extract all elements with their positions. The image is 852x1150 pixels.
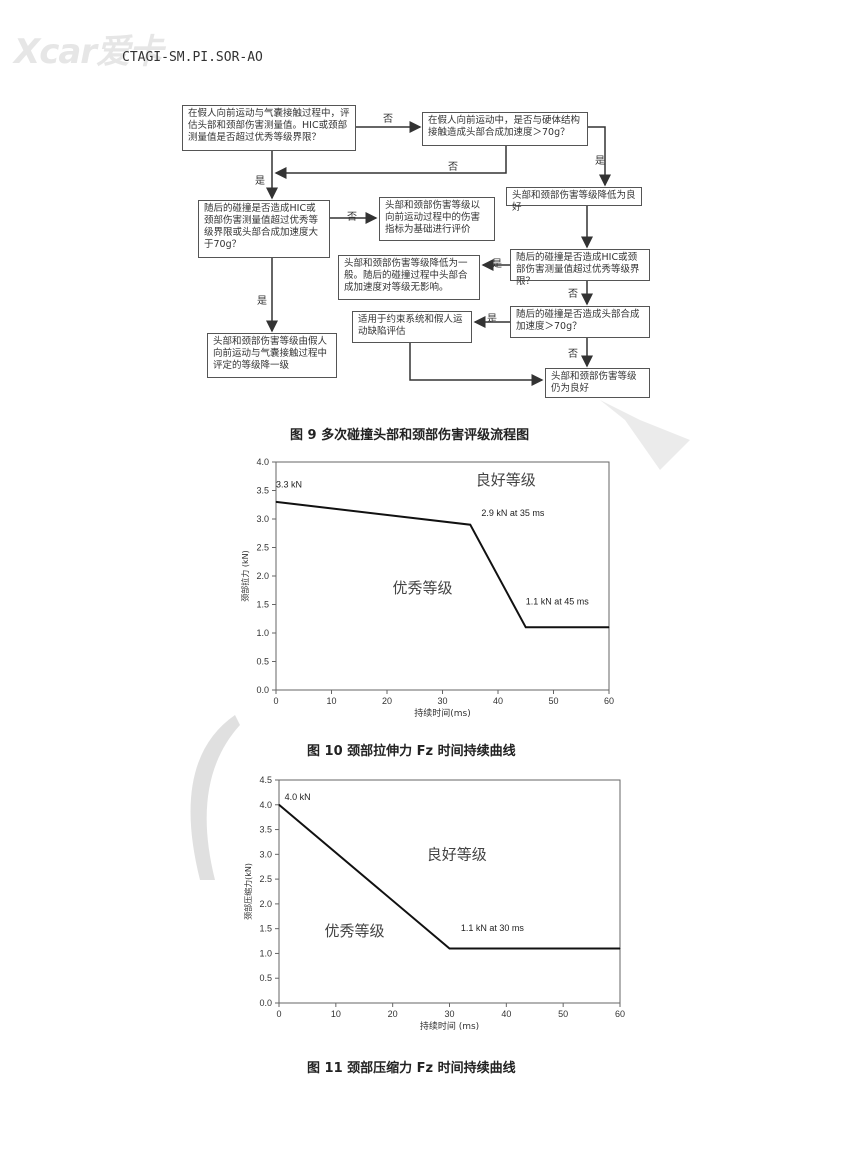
y-tick-label: 3.5 <box>259 825 272 835</box>
flow-box-subsequent-hic: 随后的碰撞是否造成HIC或颈部伤害测量值超过优秀等级界限？ <box>510 249 650 287</box>
y-tick-label: 0.0 <box>259 998 272 1008</box>
data-annotation: 4.0 kN <box>285 792 311 802</box>
x-tick-label: 50 <box>548 696 558 706</box>
region-label: 优秀等级 <box>324 922 384 940</box>
y-axis-label: 颈部压缩力(kN) <box>243 863 253 920</box>
data-point <box>469 524 471 526</box>
x-tick-label: 0 <box>276 1009 281 1019</box>
y-tick-label: 1.0 <box>256 628 269 638</box>
y-tick-label: 1.5 <box>256 600 269 610</box>
data-point <box>619 947 621 949</box>
region-label: 优秀等级 <box>393 579 453 597</box>
data-point <box>449 947 450 949</box>
data-annotation: 1.1 kN at 30 ms <box>461 923 525 933</box>
watermark-stroke <box>190 715 240 880</box>
x-tick-label: 60 <box>615 1009 625 1019</box>
label-no: 否 <box>383 114 393 125</box>
flow-box-initial-check: 在假人向前运动与气囊接触过程中，评估头部和颈部伤害测量值。HIC或颈部测量值是否… <box>182 105 356 151</box>
flow-box-downgrade-fair: 头部和颈部伤害等级降低为一般。随后的碰撞过程中头部合成加速度对等级无影响。 <box>338 255 480 300</box>
y-tick-label: 0.5 <box>256 657 269 667</box>
x-tick-label: 10 <box>331 1009 341 1019</box>
label-yes: 是 <box>257 296 267 307</box>
data-point <box>608 626 610 628</box>
label-no: 否 <box>448 162 458 173</box>
series-line <box>275 500 609 629</box>
y-tick-label: 1.5 <box>259 924 272 934</box>
x-tick-label: 0 <box>273 696 278 706</box>
watermark-logo: Xcar爱卡 <box>14 32 163 72</box>
x-tick-label: 50 <box>558 1009 568 1019</box>
figure-9-caption: 图 9 多次碰撞头部和颈部伤害评级流程图 <box>290 428 530 443</box>
data-annotation: 2.9 kN at 35 ms <box>481 508 545 518</box>
y-tick-label: 1.0 <box>259 948 272 958</box>
data-point <box>278 804 280 806</box>
arrow <box>587 126 611 187</box>
y-tick-label: 4.5 <box>259 775 272 785</box>
label-yes: 是 <box>492 259 502 270</box>
y-tick-label: 3.5 <box>256 486 269 496</box>
x-tick-label: 60 <box>604 696 614 706</box>
arrow <box>409 343 544 386</box>
region-label: 良好等级 <box>476 471 536 489</box>
x-tick-label: 20 <box>382 696 392 706</box>
plot-area <box>278 779 621 1004</box>
data-point <box>525 626 527 628</box>
figure-11-caption: 图 11 颈部压缩力 Fz 时间持续曲线 <box>307 1061 516 1076</box>
y-axis-label: 颈部拉力 (kN) <box>240 550 250 601</box>
flow-box-subsequent-accel: 随后的碰撞是否造成头部合成加速度＞70g？ <box>510 306 650 338</box>
label-no: 否 <box>568 289 578 300</box>
x-tick-label: 10 <box>326 696 336 706</box>
flow-box-hard-contact: 在假人向前运动中，是否与硬体结构接触造成头部合成加速度＞70g？ <box>422 112 588 146</box>
arrow <box>274 145 507 179</box>
y-tick-label: 4.0 <box>259 800 272 810</box>
region-label: 良好等级 <box>427 845 487 863</box>
x-tick-label: 40 <box>501 1009 511 1019</box>
y-tick-label: 2.5 <box>259 874 272 884</box>
document-code: CTAGI-SM.PI.SOR-AO <box>122 50 263 65</box>
data-point <box>275 501 277 503</box>
y-tick-label: 4.0 <box>256 457 269 467</box>
flow-box-subsequent-check: 随后的碰撞是否造成HIC或颈部伤害测量值超过优秀等级界限或头部合成加速度大于70… <box>198 200 330 258</box>
watermark-stroke <box>600 400 690 470</box>
y-tick-label: 2.5 <box>256 543 269 553</box>
figure-10-caption: 图 10 颈部拉伸力 Fz 时间持续曲线 <box>307 744 516 759</box>
data-annotation: 1.1 kN at 45 ms <box>526 597 590 607</box>
y-tick-label: 2.0 <box>256 571 269 581</box>
x-tick-label: 20 <box>388 1009 398 1019</box>
x-tick-label: 30 <box>437 696 447 706</box>
label-yes: 是 <box>487 314 497 325</box>
label-no: 否 <box>568 349 578 360</box>
data-annotation: 3.3 kN <box>276 480 302 490</box>
label-yes: 是 <box>595 156 605 167</box>
flow-box-downgrade-one: 头部和颈部伤害等级由假人向前运动与气囊接触过程中评定的等级降一级 <box>207 333 337 378</box>
y-tick-label: 3.0 <box>256 514 269 524</box>
flow-box-remain-good: 头部和颈部伤害等级仍为良好 <box>545 368 650 398</box>
label-yes: 是 <box>255 176 265 187</box>
flow-box-downgrade-good: 头部和颈部伤害等级降低为良好 <box>506 187 642 213</box>
x-tick-label: 30 <box>444 1009 454 1019</box>
y-tick-label: 2.0 <box>259 899 272 909</box>
flow-box-restraint-eval: 适用于约束系统和假人运动缺陷评估 <box>352 311 472 343</box>
y-tick-label: 0.5 <box>259 973 272 983</box>
x-axis-label: 持续时间 (ms) <box>420 1020 479 1032</box>
y-tick-label: 3.0 <box>259 849 272 859</box>
x-tick-label: 40 <box>493 696 503 706</box>
flow-box-forward-eval: 头部和颈部伤害等级以向前运动过程中的伤害指标为基础进行评价 <box>379 197 495 241</box>
label-no: 否 <box>347 212 357 223</box>
x-axis-label: 持续时间(ms) <box>414 707 470 719</box>
y-tick-label: 0.0 <box>256 685 269 695</box>
